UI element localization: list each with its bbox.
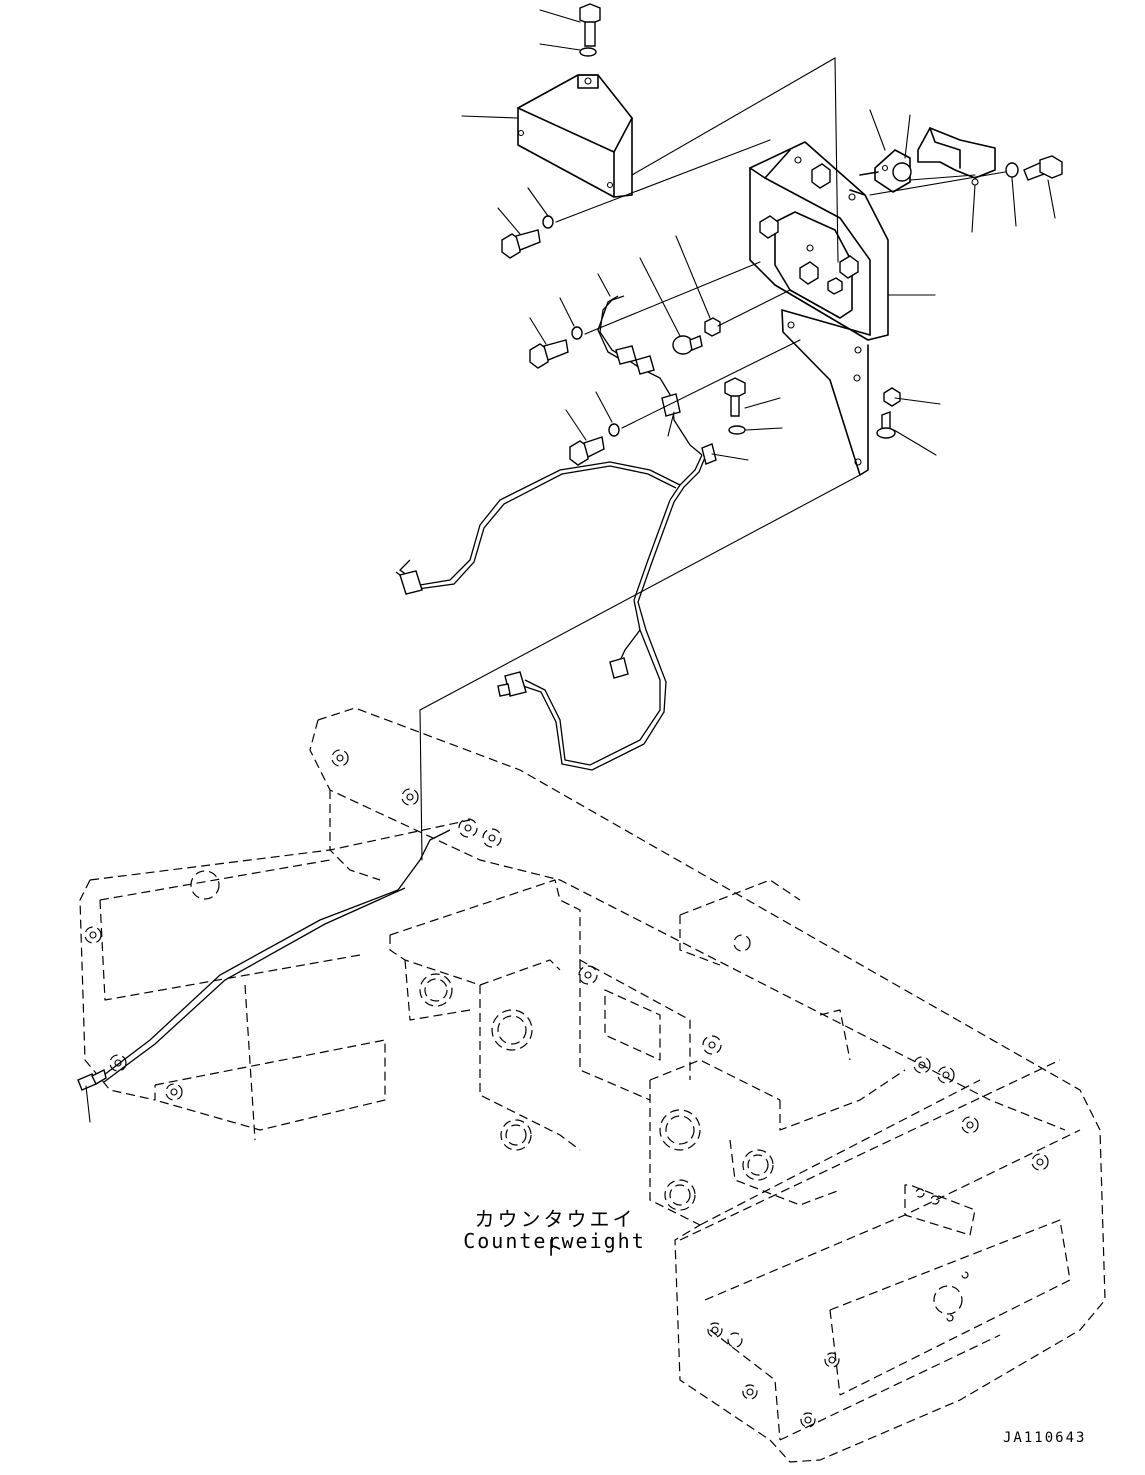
- hardware-right-nut: [876, 387, 901, 439]
- wire-harness: [395, 295, 717, 771]
- hardware-right-bolt: [1005, 155, 1063, 181]
- hardware-knob: [672, 317, 721, 355]
- hardware-bolt-1: [501, 215, 554, 259]
- drawing-id: JA110643: [1003, 1430, 1087, 1446]
- mounting-bracket: [749, 141, 889, 476]
- counterweight-label-jp: カウンタウエイト: [474, 1207, 636, 1260]
- hardware-bolt-2: [529, 326, 583, 369]
- assembly-reference-lines: [419, 57, 1006, 861]
- bracket-studs: [759, 163, 859, 295]
- hardware-bolt-4: [724, 377, 746, 435]
- counterweight-bolt-pads: [84, 749, 1049, 1428]
- cover-box: [517, 74, 633, 198]
- counterweight-outline: [79, 707, 1106, 1463]
- counterweight-label-en: Counterweight: [463, 1229, 646, 1253]
- sensor-switch: [859, 149, 912, 193]
- hardware-bolt-3: [569, 423, 620, 466]
- hardware-top-bolt: [579, 3, 601, 57]
- leader-lines: [85, 9, 1056, 1123]
- ground-wire: [77, 829, 451, 1091]
